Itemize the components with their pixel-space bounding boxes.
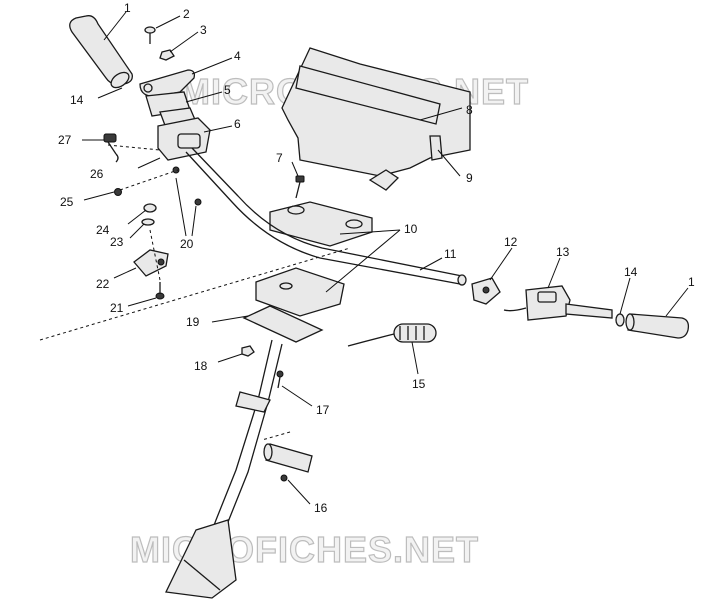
part-bushing-16 [261,431,313,482]
callout-24: 24 [96,223,110,237]
part-screw-17 [276,370,284,389]
part-handlebar [185,147,467,286]
part-screw-2 [144,26,156,44]
callout-17: 17 [316,403,330,417]
part-right-grip [625,313,690,339]
callout-19: 19 [186,315,200,329]
leader-lines [82,11,689,505]
callout-2: 2 [183,7,190,21]
part-nut-3 [159,49,175,61]
callout-14-left: 14 [70,93,84,107]
callout-labels: 1 2 3 4 5 6 7 8 9 10 11 12 13 14 1 14 15… [58,1,695,515]
assembly-guide-lines [39,144,351,341]
callout-27: 27 [58,133,72,147]
part-throttle-lever [139,69,196,97]
callout-6: 6 [234,117,241,131]
callout-8: 8 [466,103,473,117]
callout-22: 22 [96,277,110,291]
part-master-cylinder [503,285,613,321]
callout-23: 23 [110,235,124,249]
callout-5: 5 [224,83,231,97]
part-throttle-block [157,117,211,161]
part-bracket-plate [133,249,169,277]
part-nut-18 [241,345,255,357]
part-steering-column [165,339,283,599]
callout-1-left: 1 [124,1,131,15]
callout-21: 21 [110,301,124,315]
callout-12: 12 [504,235,518,249]
part-brake-mount [471,277,501,305]
callout-16: 16 [314,501,328,515]
part-switch-27 [103,133,119,163]
part-heater-coil [347,323,437,347]
callout-11: 11 [444,247,457,261]
callout-20: 20 [180,237,194,251]
part-screw-7 [295,175,305,199]
part-right-end-ring [615,313,625,327]
part-left-grip [69,15,133,89]
callout-25: 25 [60,195,74,209]
callout-10: 10 [404,222,418,236]
part-instrument-panel [281,47,471,191]
callout-4: 4 [234,49,241,63]
callout-15: 15 [412,377,426,391]
callout-7: 7 [276,151,283,165]
callout-9: 9 [466,171,473,185]
callout-18: 18 [194,359,208,373]
part-clamp-caps-10 [269,201,373,247]
callout-3: 3 [200,23,207,37]
part-hardware-small [114,166,202,226]
callout-13: 13 [556,245,570,259]
callout-14-right: 14 [624,265,638,279]
part-riser-block [242,267,345,343]
callout-1-right: 1 [688,275,695,289]
callout-26: 26 [90,167,104,181]
part-bolt-21 [155,282,165,300]
